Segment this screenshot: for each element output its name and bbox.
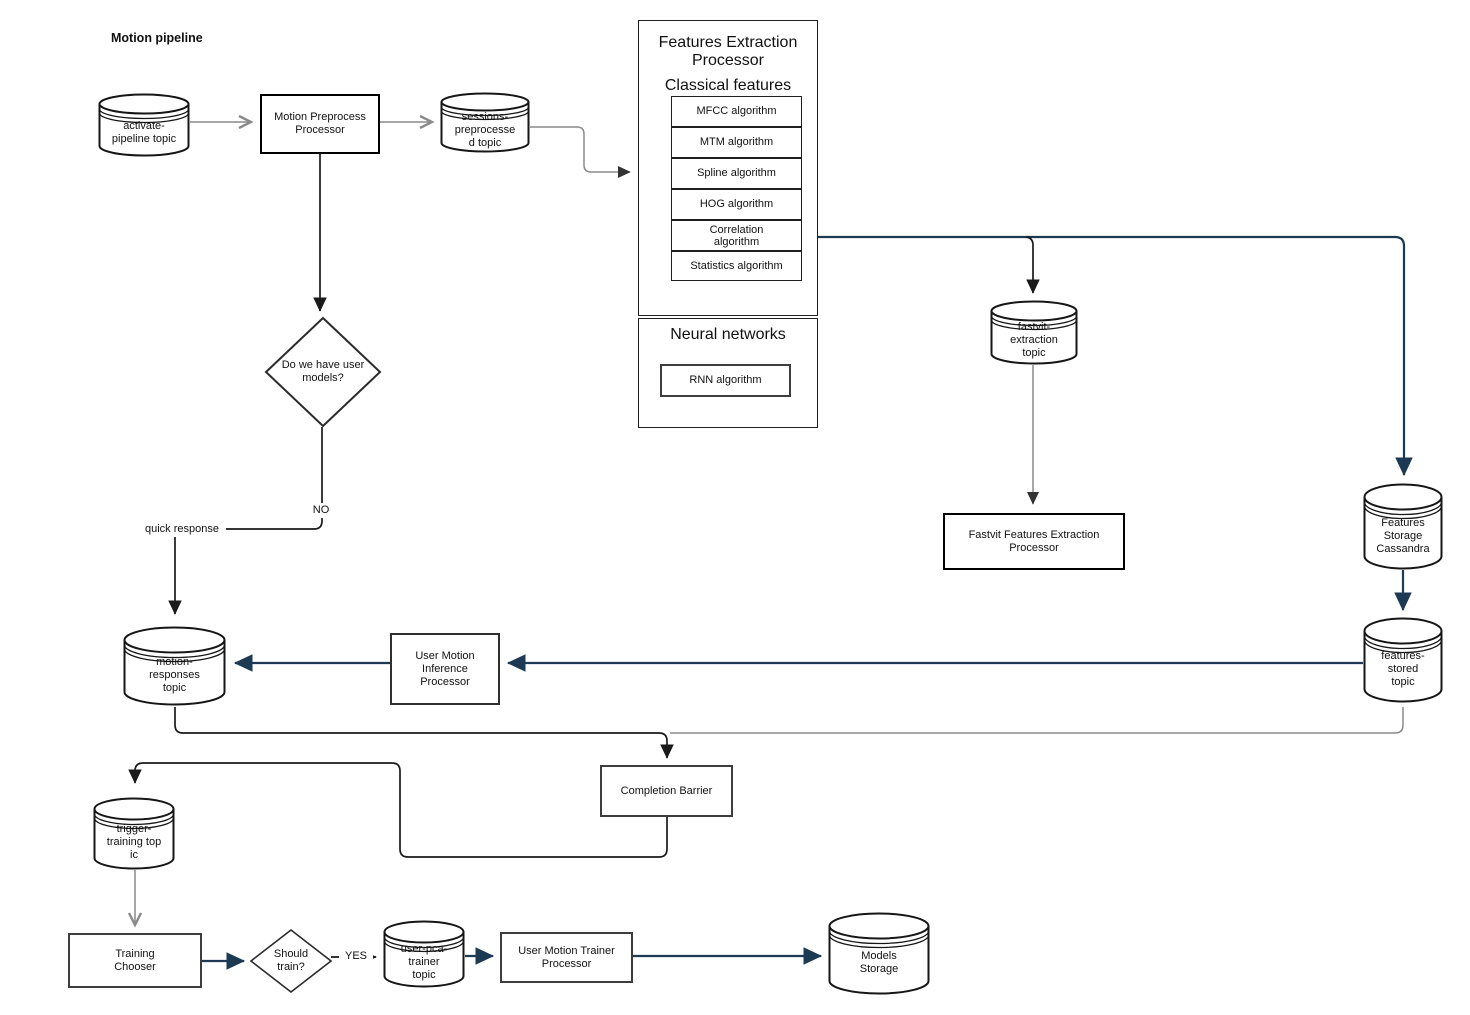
- decision-should-train-shape: [249, 928, 333, 994]
- node-activate-pipeline-topic: activate- pipeline topic: [98, 93, 190, 157]
- node-fastvit-features-extraction-processor: Fastvit Features Extraction Processor: [943, 513, 1125, 570]
- node-mtm-algorithm: MTM algorithm: [671, 127, 802, 158]
- node-user-motion-trainer-processor: User Motion Trainer Processor: [500, 932, 633, 983]
- features-extraction-title: Features Extraction Processor: [658, 34, 798, 69]
- node-sessions-preprocessed-topic: sessions- preprocesse d topic: [440, 92, 530, 153]
- node-label: fastvit- extraction topic: [1010, 321, 1058, 359]
- node-models-storage: Models Storage: [828, 912, 930, 995]
- node-statistics-algorithm: Statistics algorithm: [671, 251, 802, 281]
- node-label: sessions- preprocesse d topic: [454, 110, 516, 149]
- neural-networks-header: Neural networks: [670, 326, 786, 343]
- edge-label-quick-response: quick response: [138, 522, 226, 537]
- node-label: Completion Barrier: [620, 784, 713, 797]
- diagram-title: Motion pipeline: [111, 31, 203, 45]
- node-label: Statistics algorithm: [690, 259, 783, 272]
- node-label: MTM algorithm: [699, 136, 774, 148]
- node-label: trigger- training top ic: [106, 822, 162, 861]
- node-motion-responses-topic: motion- responses topic: [123, 626, 226, 706]
- node-label: activate- pipeline topic: [111, 120, 177, 145]
- node-label: Features Storage Cassandra: [1376, 516, 1430, 555]
- edge-branch-to-fastvit-topic: [1025, 236, 1040, 294]
- node-label: user-pca- trainer topic: [400, 943, 448, 981]
- node-label: Correlation algorithm: [709, 223, 764, 248]
- node-correlation-algorithm: Correlation algorithm: [671, 220, 802, 251]
- node-fastvit-extraction-topic: fastvit- extraction topic: [990, 300, 1078, 365]
- node-rnn-algorithm: RNN algorithm: [660, 364, 791, 397]
- node-label: Motion Preprocess Processor: [274, 111, 366, 136]
- node-training-chooser: Training Chooser: [68, 933, 202, 988]
- node-motion-preprocess-processor: Motion Preprocess Processor: [260, 94, 380, 154]
- edge-completion-barrier-to-trigger-training: [128, 762, 668, 858]
- edge-decision-no-to-motion-responses: [168, 427, 323, 615]
- edge-motion-responses-to-completion-barrier: [174, 707, 674, 759]
- node-features-stored-topic: features- stored topic: [1363, 617, 1443, 703]
- node-label: Models Storage: [859, 950, 899, 975]
- node-user-motion-inference-processor: User Motion Inference Processor: [390, 633, 500, 705]
- edge-label-yes: YES: [339, 949, 373, 965]
- edge-sessions-to-features-extraction: [530, 126, 631, 178]
- node-label: RNN algorithm: [689, 374, 762, 386]
- classical-features-header: Classical features: [664, 77, 792, 94]
- edge-label-no: NO: [306, 503, 336, 518]
- node-label: User Motion Inference Processor: [415, 649, 475, 688]
- node-trigger-training-topic: trigger- training top ic: [93, 797, 175, 870]
- decision-user-models-label: Do we have user models?: [281, 359, 365, 384]
- node-label: MFCC algorithm: [696, 105, 777, 117]
- node-spline-algorithm: Spline algorithm: [671, 158, 802, 189]
- node-label: motion- responses topic: [149, 656, 200, 694]
- decision-should-train-label: Should train?: [273, 948, 309, 973]
- decision-user-models-shape: [264, 316, 382, 428]
- node-completion-barrier: Completion Barrier: [600, 765, 733, 817]
- node-label: Spline algorithm: [697, 167, 776, 179]
- node-features-storage-cassandra: Features Storage Cassandra: [1363, 483, 1443, 570]
- node-label: features- stored topic: [1381, 650, 1425, 688]
- node-label: Fastvit Features Extraction Processor: [968, 528, 1100, 554]
- node-mfcc-algorithm: MFCC algorithm: [671, 96, 802, 127]
- edge-features-extraction-to-cassandra: [818, 235, 1413, 477]
- node-label: Training Chooser: [114, 947, 156, 973]
- node-label: User Motion Trainer Processor: [518, 944, 615, 970]
- node-user-pca-trainer-topic: user-pca- trainer topic: [383, 920, 465, 988]
- node-hog-algorithm: HOG algorithm: [671, 189, 802, 220]
- edge-features-stored-to-completion-barrier: [670, 707, 1404, 734]
- node-label: HOG algorithm: [699, 198, 774, 210]
